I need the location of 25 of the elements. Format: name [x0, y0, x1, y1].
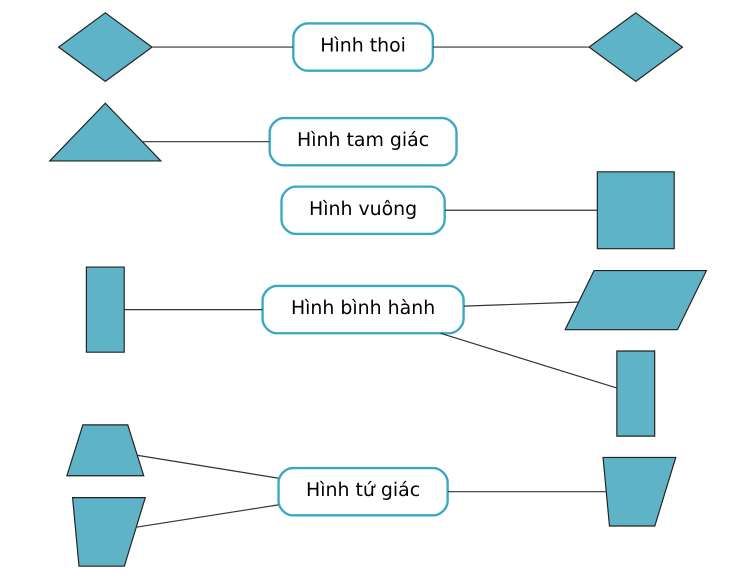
node-box: Hình vuông [280, 185, 446, 236]
node-trapezoid [66, 424, 144, 476]
connector [444, 210, 597, 211]
connector [463, 302, 578, 307]
node-quadrilateral [602, 456, 676, 527]
node-box: Hình tứ giác [276, 466, 448, 517]
node-rectangle [616, 350, 655, 437]
node-diamond [57, 12, 153, 82]
connector [447, 491, 606, 492]
node-quadrilateral [71, 497, 146, 567]
node-box: Hình thoi [292, 22, 434, 72]
connector [136, 504, 278, 528]
connector [142, 141, 269, 142]
node-box: Hình tam giác [268, 116, 458, 167]
connector [152, 46, 293, 48]
node-square [596, 171, 674, 250]
node-diamond [588, 12, 683, 82]
connector [137, 454, 278, 479]
node-triangle [48, 102, 162, 162]
connector [432, 46, 588, 48]
connector [124, 309, 262, 310]
connector [440, 332, 616, 389]
node-rectangle [85, 266, 124, 353]
node-parallelogram [564, 270, 707, 330]
node-box: Hình bình hành [260, 284, 464, 334]
